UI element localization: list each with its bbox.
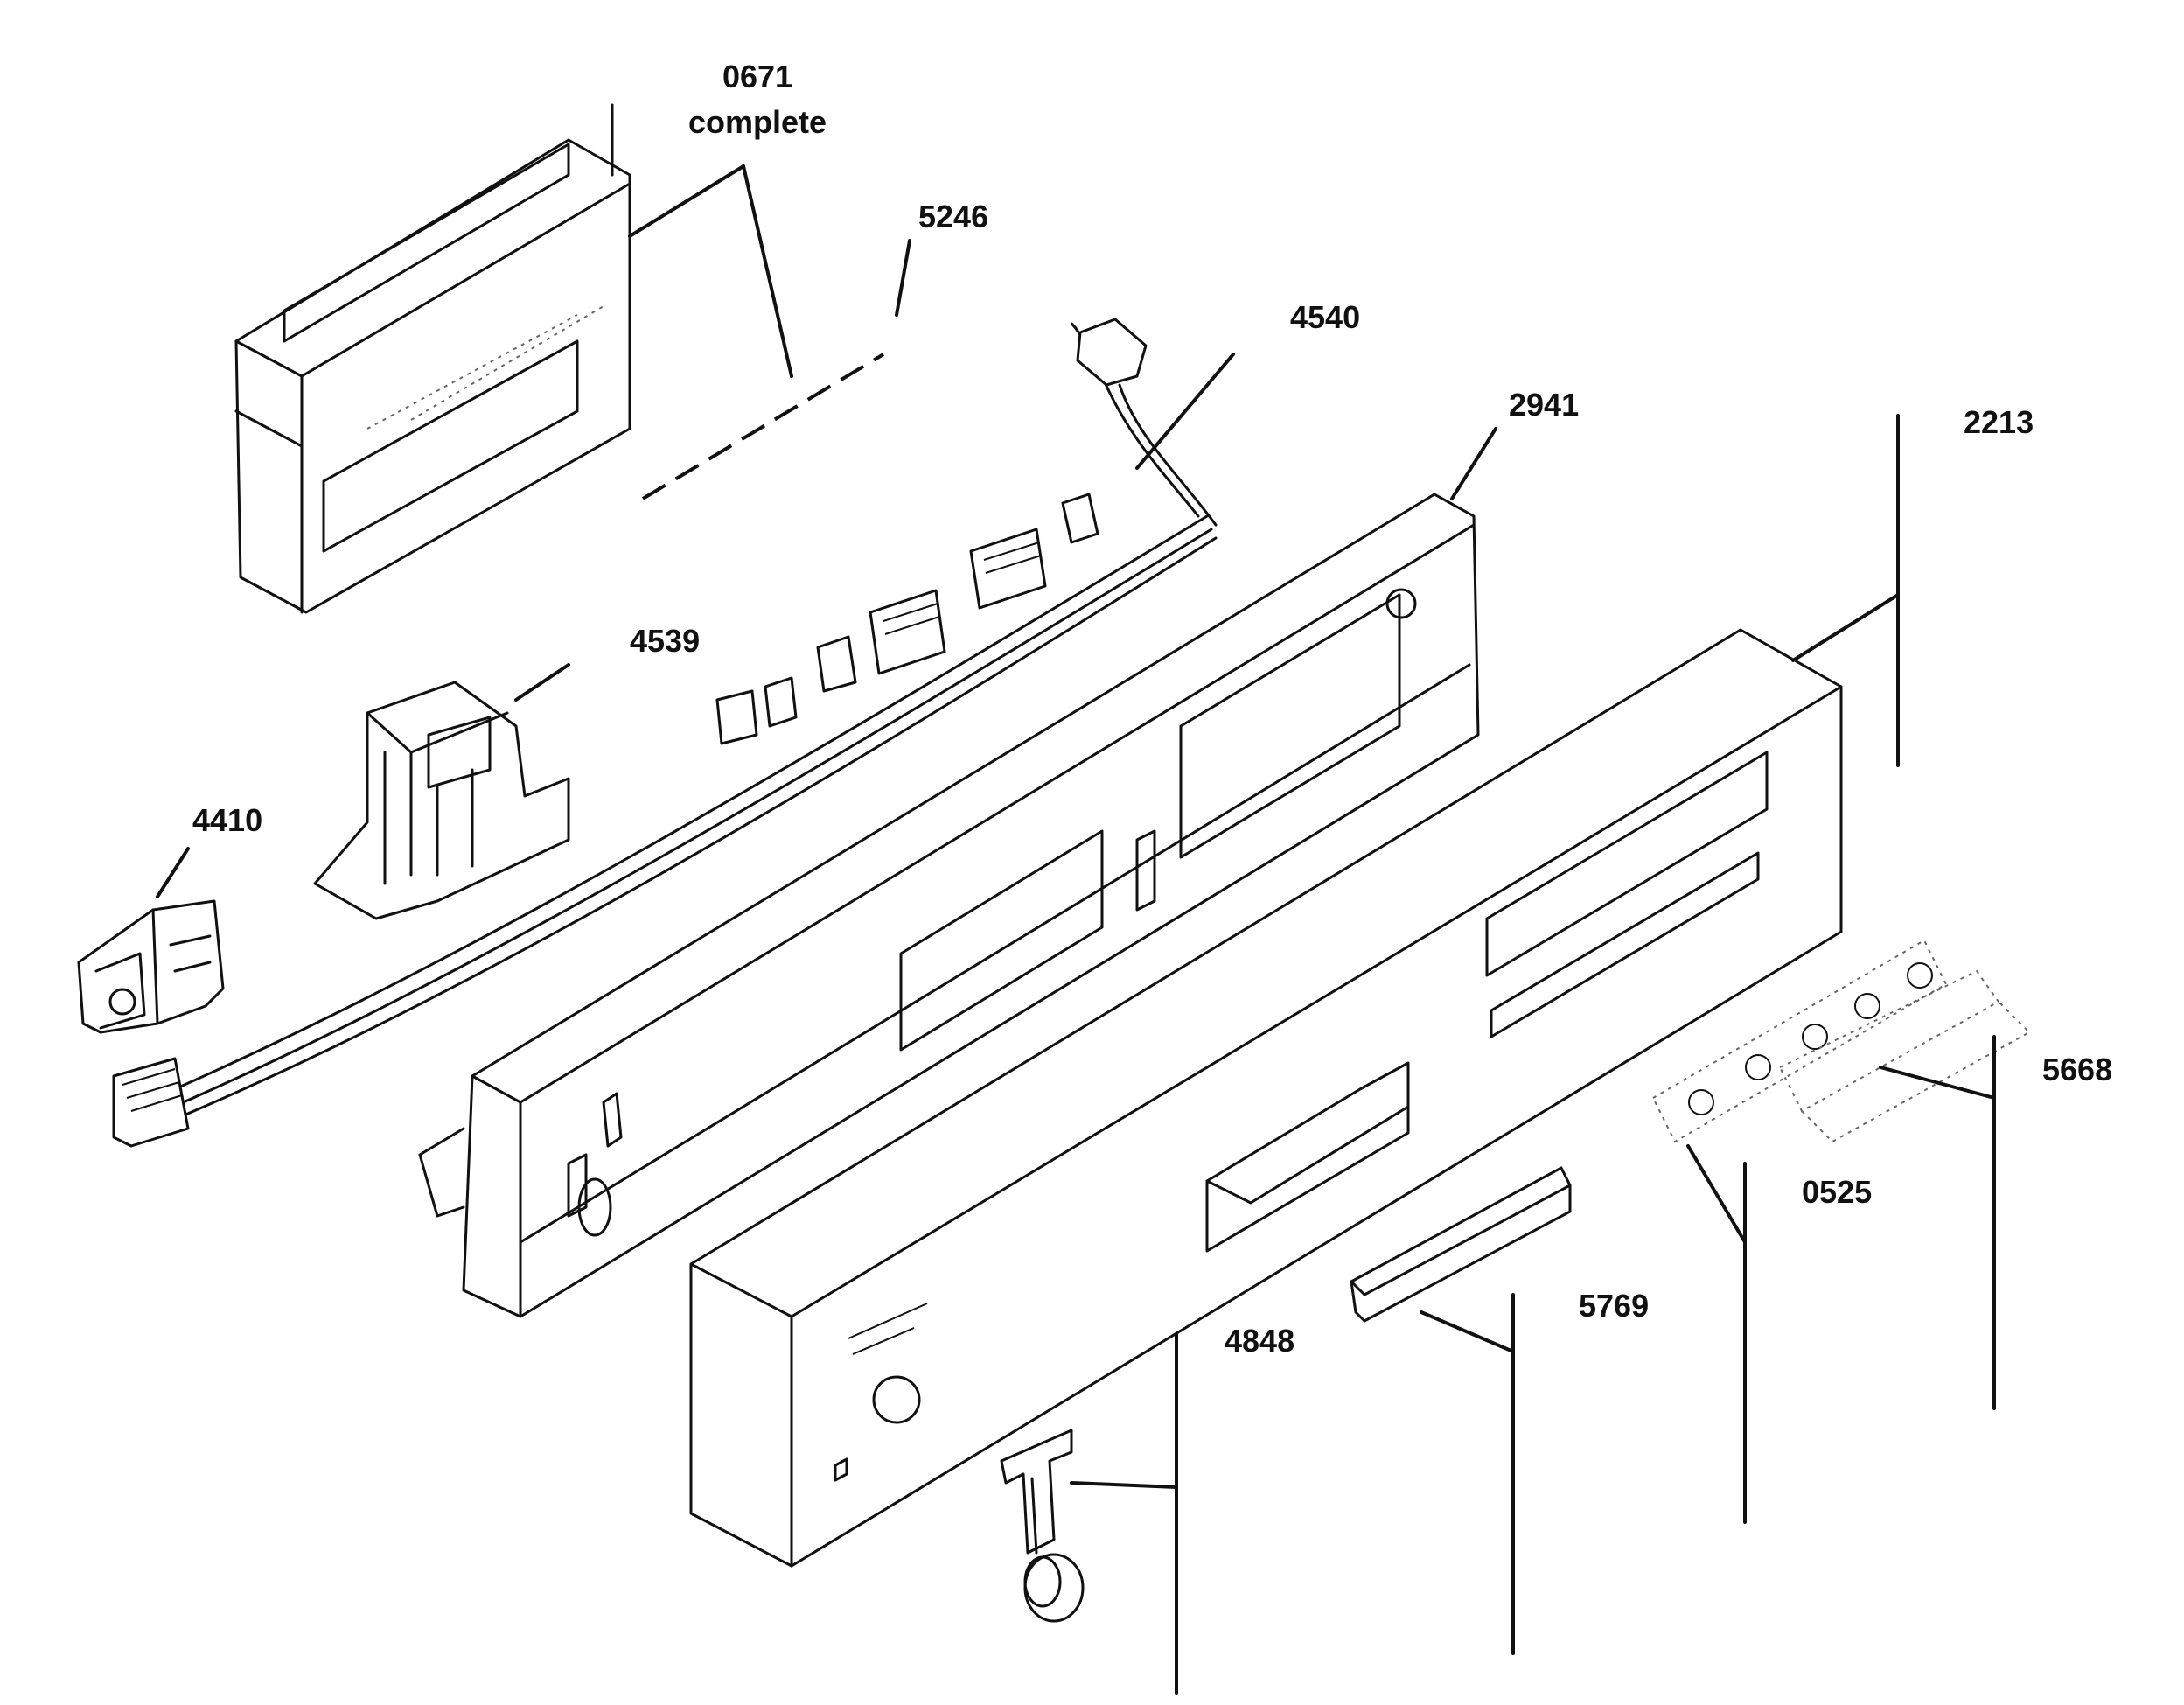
- label-2213: 2213: [1964, 404, 2034, 440]
- label-4539: 4539: [630, 623, 701, 659]
- insert-5668: [1778, 969, 2031, 1143]
- strip-5246: [641, 353, 885, 500]
- control-module-0671: [234, 103, 631, 614]
- leader-lines: [156, 164, 1996, 1695]
- label-4410: 4410: [192, 802, 263, 838]
- label-0525: 0525: [1802, 1174, 1873, 1210]
- metal-frame-2941: [418, 493, 1480, 1318]
- label-5246: 5246: [918, 199, 989, 234]
- buttons-0525: [1651, 939, 1948, 1143]
- relay-module-4410: [77, 899, 225, 1034]
- label-4540: 4540: [1290, 299, 1361, 335]
- wiring-harness-4540: [112, 318, 1218, 1148]
- bracket-4539: [313, 681, 570, 920]
- label-5769: 5769: [1579, 1288, 1650, 1324]
- knob-4848: [1000, 1429, 1085, 1623]
- front-panel-2213: [689, 628, 1843, 1568]
- label-5668: 5668: [2042, 1052, 2113, 1087]
- label-2941: 2941: [1509, 387, 1580, 423]
- button-bar-5769: [1350, 1166, 1572, 1323]
- label-0671: 0671: [722, 59, 793, 94]
- label-4848: 4848: [1225, 1323, 1295, 1359]
- label-complete: complete: [687, 104, 827, 140]
